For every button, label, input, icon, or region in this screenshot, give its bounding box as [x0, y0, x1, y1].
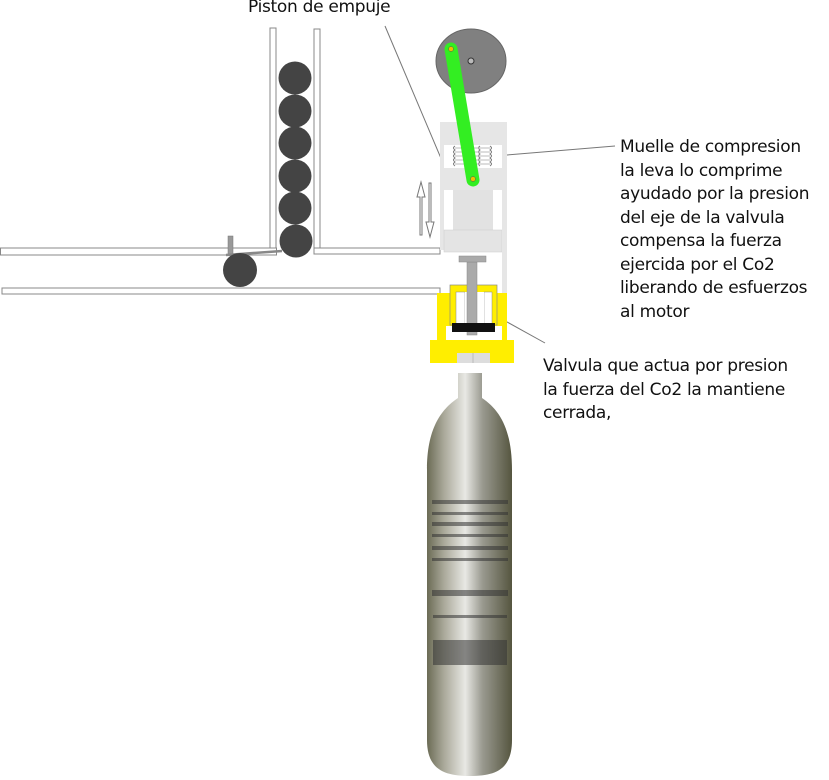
label-line: del eje de la valvula	[620, 207, 785, 228]
valve-stem-cap	[458, 255, 487, 263]
label-line: liberando de esfuerzos	[620, 278, 808, 298]
label-line: ejercida por el Co2	[620, 254, 775, 275]
lower-rail	[1, 287, 441, 295]
wheel-axle-icon	[467, 57, 475, 65]
rod-pin-top	[448, 46, 454, 52]
ball	[278, 61, 312, 95]
valve-seal	[452, 323, 495, 332]
leader-spring	[506, 145, 616, 156]
ball-loaded	[223, 253, 257, 287]
label-spring: Muelle de compresion la leva lo comprime…	[620, 136, 810, 324]
label-line: Valvula que actua por presion	[543, 356, 788, 376]
piston-block	[453, 190, 493, 230]
label-piston: Piston de empuje	[248, 0, 391, 17]
guide-rail	[502, 122, 507, 340]
ball	[279, 224, 313, 258]
co2-cartridge	[427, 373, 512, 776]
label-line: la fuerza del Co2 la mantiene	[543, 379, 786, 400]
ball	[278, 191, 312, 225]
label-line: al motor	[620, 301, 690, 322]
label-line: Muelle de compresion	[620, 137, 801, 157]
label-line: la leva lo comprime	[620, 160, 783, 181]
ball	[278, 159, 312, 193]
ball	[278, 126, 312, 160]
rod-pin-bottom	[470, 176, 476, 182]
upper-rail-right	[313, 247, 441, 255]
label-valve: Valvula que actua por presion la fuerza …	[543, 355, 788, 426]
label-line: ayudado por la presion	[620, 184, 810, 204]
valve-assembly	[430, 255, 514, 363]
balls-stack	[278, 61, 313, 258]
up-down-arrows-icon	[416, 180, 435, 239]
label-line: cerrada,	[543, 403, 612, 423]
ball	[278, 94, 312, 128]
label-line: compensa la fuerza	[620, 231, 782, 251]
gate-post	[227, 235, 234, 256]
connecting-rod	[444, 42, 480, 187]
